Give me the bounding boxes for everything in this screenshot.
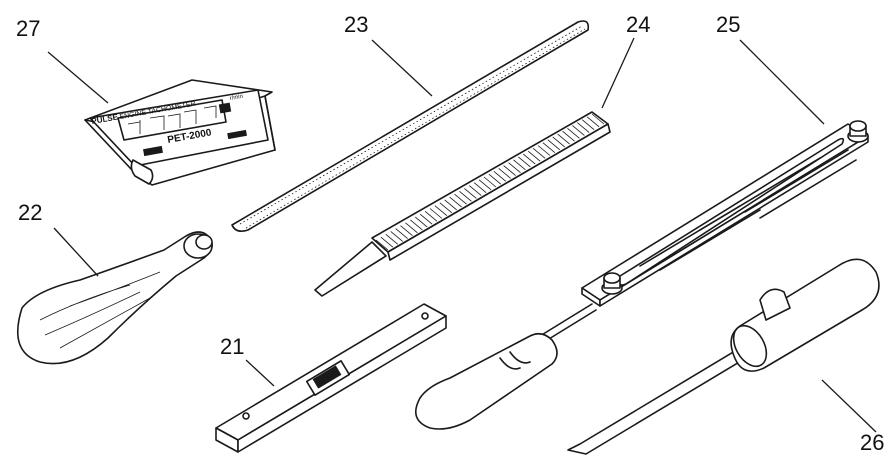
callout-22: 22: [18, 200, 43, 225]
file-tooth-line: [552, 136, 565, 148]
file-tooth-line: [572, 125, 585, 136]
file-tooth-line: [523, 153, 536, 165]
file-tooth-line: [390, 231, 403, 242]
file-tooth-line: [488, 173, 502, 185]
file-tooth-line: [567, 128, 580, 139]
file-tooth-line: [400, 225, 413, 236]
callout-27: 27: [16, 16, 41, 41]
file-holder-icon: [581, 120, 869, 307]
file-tooth-line: [591, 113, 605, 125]
callout-24: 24: [626, 12, 651, 37]
file-tooth-line: [532, 148, 546, 159]
file-tooth-line: [547, 139, 561, 151]
file-tooth-line: [498, 168, 511, 179]
file-tooth-line: [375, 239, 389, 251]
file-tooth-line: [478, 179, 492, 191]
file-tooth-line: [449, 196, 462, 208]
file-tooth-line: [444, 199, 457, 211]
file-tooth-line: [464, 188, 477, 199]
leader-25: [739, 39, 825, 125]
file-tooth-line: [459, 191, 472, 202]
file-tooth-line: [415, 216, 428, 228]
file-tooth-line: [429, 208, 443, 219]
file-tooth-line: [473, 182, 487, 194]
callout-23: 23: [344, 12, 369, 37]
flat-file-icon: [314, 111, 611, 297]
depth-gauge-icon: [215, 303, 447, 453]
file-handle-icon: [16, 231, 213, 365]
callout-26: 26: [860, 430, 885, 455]
file-tooth-line: [542, 142, 556, 153]
file-tooth-line: [557, 133, 570, 145]
file-tooth-line: [395, 228, 408, 239]
leader-21: [245, 359, 275, 387]
callout-25: 25: [716, 12, 741, 37]
file-tooth-line: [380, 236, 394, 248]
file-tooth-line: [577, 122, 590, 133]
file-tooth-line: [518, 156, 531, 168]
leader-22: [53, 227, 99, 277]
file-tooth-line: [503, 165, 516, 176]
leader-27: [47, 51, 109, 104]
file-tooth-line: [483, 176, 497, 188]
file-tooth-line: [439, 202, 453, 214]
file-tooth-line: [434, 205, 448, 216]
screwdriver-icon: [414, 303, 597, 430]
file-tooth-line: [405, 222, 418, 234]
file-tooth-line: [424, 211, 438, 222]
tach-unit: r/min: [229, 94, 243, 102]
file-tooth-line: [586, 116, 600, 128]
leader-23: [371, 39, 433, 97]
tachometer-icon: PULSE ENGINE TACHOMETER PET-2000 r/min: [84, 79, 276, 186]
round-file-icon: [231, 20, 590, 232]
file-tooth-line: [493, 170, 507, 182]
file-tooth-line: [454, 193, 467, 205]
file-tooth-line: [562, 130, 575, 142]
file-tooth-line: [419, 213, 433, 225]
leader-24: [601, 37, 635, 109]
file-tooth-line: [410, 219, 423, 231]
file-tooth-line: [537, 145, 551, 156]
file-tooth-line: [513, 159, 526, 171]
file-tooth-line: [385, 233, 399, 245]
callout-21: 21: [220, 334, 245, 359]
depth-gauge-screwdriver-icon: [567, 258, 880, 455]
leader-26: [821, 379, 877, 433]
file-tooth-line: [469, 185, 482, 196]
file-tooth-line: [527, 150, 541, 162]
file-tooth-line: [581, 119, 595, 131]
file-tooth-line: [508, 162, 521, 173]
